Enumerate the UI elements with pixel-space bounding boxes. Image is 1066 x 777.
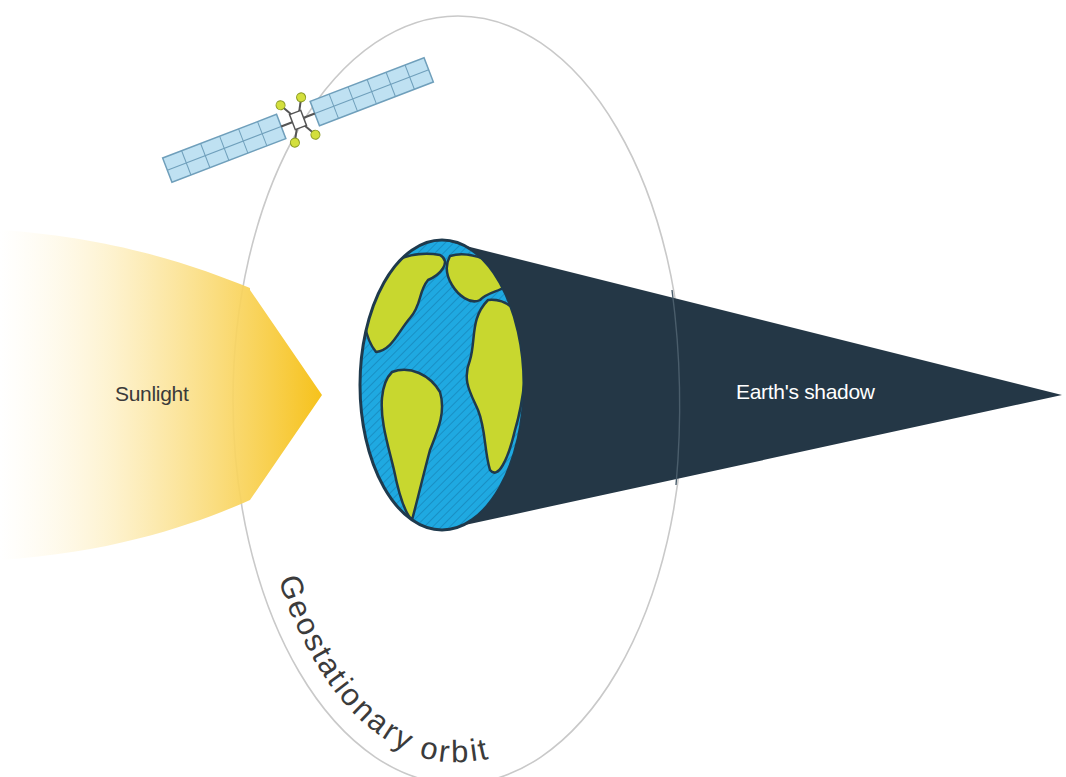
sunlight-arrow: Sunlight [0,228,330,562]
shadow-cone: Earth's shadow [442,236,1066,534]
node-label: Sunlight [115,382,189,406]
satellite-icon [159,47,438,193]
node-label: Earth's shadow [736,380,875,404]
